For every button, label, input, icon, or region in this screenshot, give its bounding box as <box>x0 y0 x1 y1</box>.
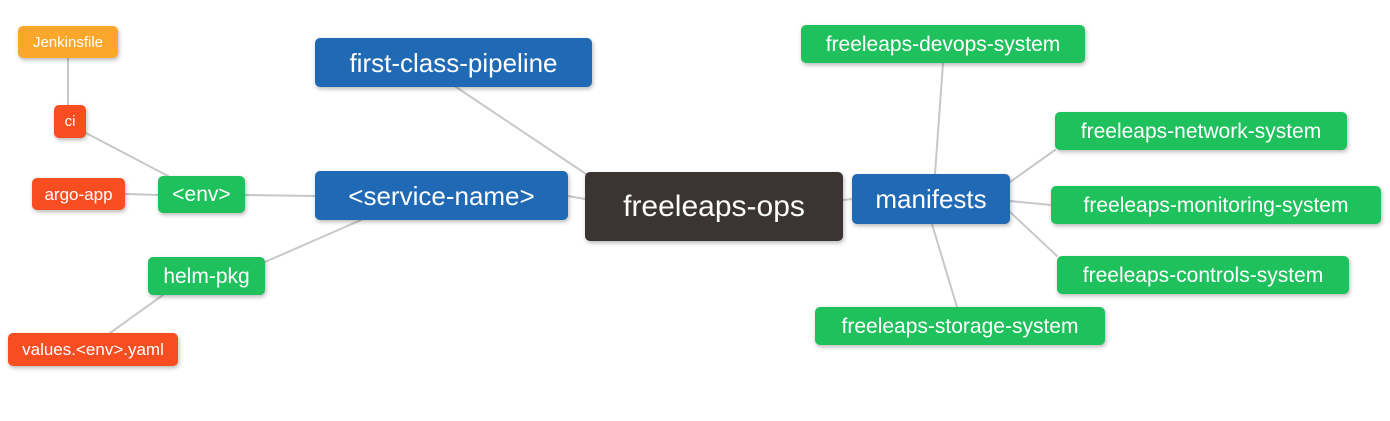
node-service-name[interactable]: <service-name> <box>315 171 568 220</box>
edge-freeleaps-ops-to-manifests <box>842 198 853 201</box>
edge-env-to-ci <box>85 132 169 177</box>
node-freeleaps-storage-system[interactable]: freeleaps-storage-system <box>815 307 1105 345</box>
node-freeleaps-network-system[interactable]: freeleaps-network-system <box>1055 112 1347 150</box>
node-first-class-pipeline[interactable]: first-class-pipeline <box>315 38 592 87</box>
edge-freeleaps-ops-to-service-name <box>567 195 586 200</box>
node-freeleaps-controls-system[interactable]: freeleaps-controls-system <box>1057 256 1349 294</box>
edge-helm-pkg-to-values-env-yaml <box>109 294 164 334</box>
node-argo-app[interactable]: argo-app <box>32 178 125 210</box>
node-jenkinsfile[interactable]: Jenkinsfile <box>18 26 118 58</box>
edge-manifests-to-freeleaps-monitoring-system <box>1009 200 1052 206</box>
node-env[interactable]: <env> <box>158 176 245 213</box>
node-helm-pkg[interactable]: helm-pkg <box>148 257 265 295</box>
edge-service-name-to-helm-pkg <box>264 219 362 263</box>
edge-service-name-to-env <box>244 194 316 197</box>
node-freeleaps-ops[interactable]: freeleaps-ops <box>585 172 843 241</box>
node-freeleaps-monitoring-system[interactable]: freeleaps-monitoring-system <box>1051 186 1381 224</box>
edge-manifests-to-freeleaps-network-system <box>1009 149 1056 183</box>
node-freeleaps-devops-system[interactable]: freeleaps-devops-system <box>801 25 1085 63</box>
edge-env-to-argo-app <box>124 193 159 196</box>
node-values-env-yaml[interactable]: values.<env>.yaml <box>8 333 178 366</box>
edge-manifests-to-freeleaps-controls-system <box>1009 211 1058 257</box>
node-ci[interactable]: ci <box>54 105 86 138</box>
edge-manifests-to-freeleaps-storage-system <box>931 223 958 308</box>
edge-freeleaps-ops-to-first-class-pipeline <box>455 86 593 179</box>
edge-manifests-to-freeleaps-devops-system <box>934 62 944 175</box>
node-manifests[interactable]: manifests <box>852 174 1010 224</box>
